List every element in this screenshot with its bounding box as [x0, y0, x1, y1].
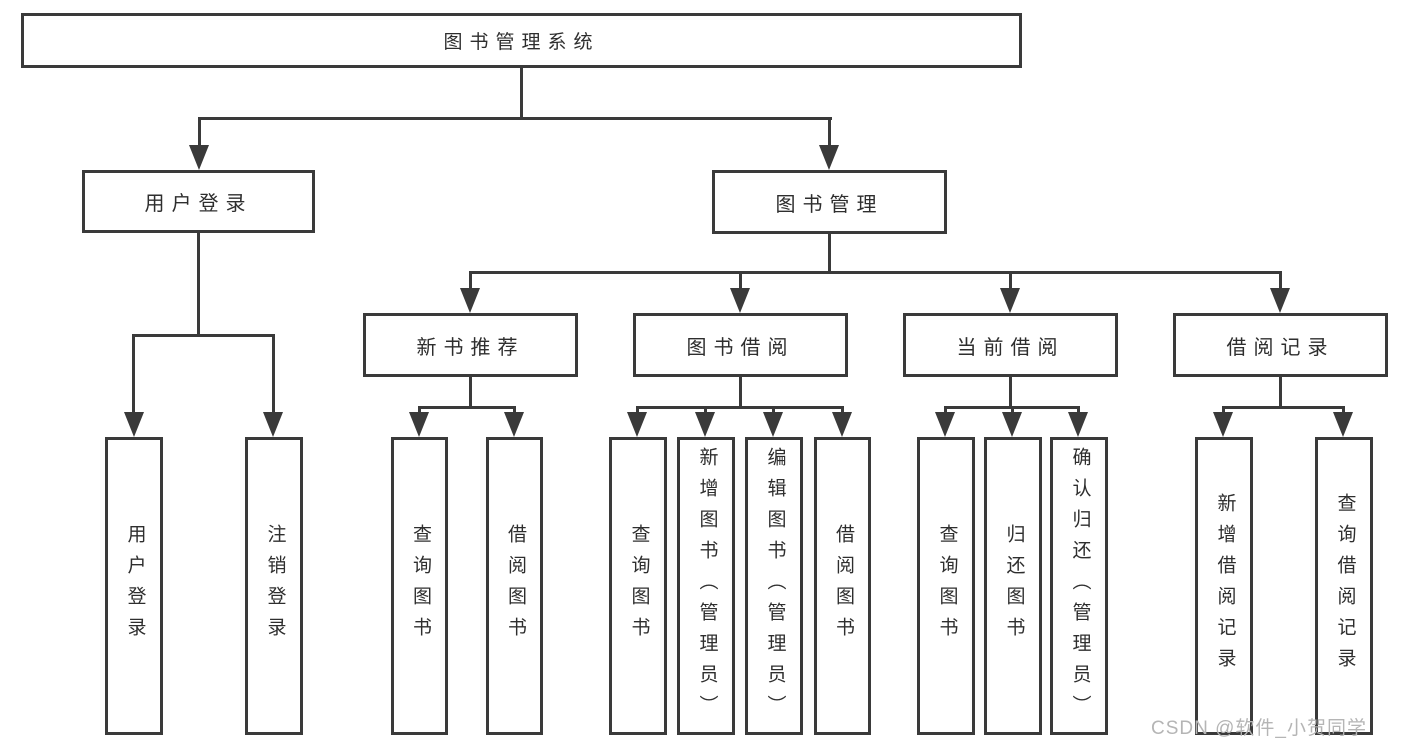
- connector-line: [469, 271, 472, 293]
- node-book-borrowing: 图书借阅: [633, 313, 848, 377]
- arrow-down-icon: [1333, 412, 1353, 437]
- connector-line: [132, 334, 275, 337]
- connector-line: [828, 117, 831, 150]
- connector-line: [828, 234, 831, 274]
- connector-line: [944, 406, 947, 417]
- leaf-add-books-admin: 新增图书（管理员）: [677, 437, 735, 735]
- arrow-down-icon: [1000, 288, 1020, 313]
- leaf-query-books: 查询图书: [391, 437, 448, 735]
- node-label: 图书借阅: [686, 336, 795, 359]
- csdn-watermark: CSDN @软件_小贺同学: [1151, 718, 1367, 739]
- connector-line: [513, 406, 516, 417]
- leaf-query-books: 查询图书: [609, 437, 667, 735]
- leaf-confirm-return-admin: 确认归还（管理员）: [1050, 437, 1108, 735]
- leaf-add-borrow-record: 新增借阅记录: [1195, 437, 1253, 735]
- connector-line: [198, 117, 832, 120]
- node-label: 当前借阅: [956, 336, 1065, 359]
- arrow-down-icon: [819, 145, 839, 170]
- arrow-down-icon: [1270, 288, 1290, 313]
- connector-line: [1279, 377, 1282, 408]
- arrow-down-icon: [1002, 412, 1022, 437]
- arrow-down-icon: [832, 412, 852, 437]
- connector-line: [132, 334, 135, 417]
- leaf-return-books: 归还图书: [984, 437, 1042, 735]
- arrow-down-icon: [460, 288, 480, 313]
- arrow-down-icon: [263, 412, 283, 437]
- connector-line: [469, 271, 1282, 274]
- node-user-login: 用户登录: [82, 170, 315, 233]
- node-label: 查询图书: [409, 524, 431, 648]
- connector-line: [1222, 406, 1225, 417]
- connector-line: [772, 406, 775, 417]
- arrow-down-icon: [409, 412, 429, 437]
- leaf-edit-books-admin: 编辑图书（管理员）: [745, 437, 803, 735]
- connector-line: [1342, 406, 1345, 417]
- leaf-query-books: 查询图书: [917, 437, 975, 735]
- connector-line: [1222, 406, 1345, 409]
- connector-line: [636, 406, 844, 409]
- node-label: 图书管理系统: [443, 32, 600, 53]
- connector-line: [520, 68, 523, 120]
- node-label: 新增借阅记录: [1214, 493, 1236, 679]
- node-label: 查询图书: [936, 524, 958, 648]
- node-label: 图书管理: [775, 193, 884, 216]
- node-label: 用户登录: [144, 193, 253, 215]
- connector-line: [739, 271, 742, 293]
- node-label: 新书推荐: [416, 336, 525, 359]
- connector-line: [636, 406, 639, 417]
- arrow-down-icon: [1068, 412, 1088, 437]
- node-label: 借阅图书: [832, 524, 854, 648]
- connector-line: [197, 233, 200, 337]
- node-label: 确认归还（管理员）: [1069, 446, 1091, 726]
- connector-line: [1077, 406, 1080, 417]
- node-label: 编辑图书（管理员）: [764, 446, 786, 726]
- connector-line: [1009, 377, 1012, 408]
- node-label: 归还图书: [1003, 524, 1025, 648]
- node-library-system: 图书管理系统: [21, 13, 1022, 68]
- leaf-user-login: 用户登录: [105, 437, 163, 735]
- connector-line: [739, 377, 742, 408]
- node-label: 新增图书（管理员）: [696, 446, 718, 726]
- node-label: 借阅记录: [1226, 336, 1335, 359]
- arrow-down-icon: [627, 412, 647, 437]
- arrow-down-icon: [1213, 412, 1233, 437]
- leaf-borrow-books: 借阅图书: [486, 437, 543, 735]
- node-label: 借阅图书: [504, 524, 526, 648]
- arrow-down-icon: [189, 145, 209, 170]
- node-label: 注销登录: [264, 524, 286, 648]
- leaf-logout: 注销登录: [245, 437, 303, 735]
- connector-line: [1009, 271, 1012, 293]
- arrow-down-icon: [124, 412, 144, 437]
- arrow-down-icon: [763, 412, 783, 437]
- node-borrowing-records: 借阅记录: [1173, 313, 1388, 377]
- arrow-down-icon: [695, 412, 715, 437]
- connector-line: [1279, 271, 1282, 293]
- connector-line: [469, 377, 472, 408]
- node-label: 用户登录: [124, 524, 146, 648]
- node-new-book-recommendation: 新书推荐: [363, 313, 578, 377]
- leaf-borrow-books: 借阅图书: [814, 437, 871, 735]
- connector-line: [198, 117, 201, 150]
- arrow-down-icon: [504, 412, 524, 437]
- connector-line: [272, 334, 275, 417]
- arrow-down-icon: [935, 412, 955, 437]
- connector-line: [418, 406, 516, 409]
- connector-line: [1011, 406, 1014, 417]
- node-label: 查询借阅记录: [1334, 493, 1356, 679]
- node-label: 查询图书: [628, 524, 650, 648]
- node-book-management: 图书管理: [712, 170, 947, 234]
- arrow-down-icon: [730, 288, 750, 313]
- connector-line: [841, 406, 844, 417]
- node-current-borrowing: 当前借阅: [903, 313, 1118, 377]
- leaf-query-borrow-record: 查询借阅记录: [1315, 437, 1373, 735]
- connector-line: [704, 406, 707, 417]
- connector-line: [418, 406, 421, 417]
